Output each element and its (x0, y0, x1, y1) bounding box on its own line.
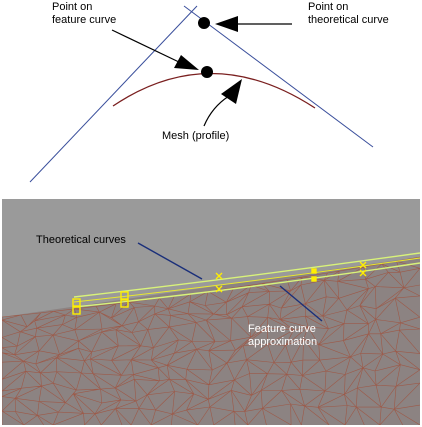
mesh-profile-curve (112, 72, 316, 109)
marker-dot (311, 268, 317, 274)
feature-curve-leader (279, 285, 323, 322)
theoretical-curve-lower (73, 262, 420, 308)
theoretical-curve-upper (73, 252, 420, 298)
point-on-theoretical-curve-label: Point on theoretical curve (308, 1, 389, 26)
feature-curve-point (201, 66, 213, 78)
mesh-edges (2, 256, 420, 425)
feature-point-arrow (111, 29, 199, 70)
marker-cross (215, 272, 223, 280)
mesh-profile-arrow (203, 79, 242, 127)
marker-cross (215, 285, 223, 293)
profile-diagram (29, 5, 374, 183)
right-tangent-line (183, 5, 374, 148)
marker-square (72, 298, 81, 307)
marker-square (72, 306, 81, 315)
left-tangent-line (29, 5, 198, 183)
marker-cross (359, 261, 367, 269)
marker-dot (311, 276, 317, 282)
marker-cross (359, 269, 367, 277)
theoretical-curves-label: Theoretical curves (36, 234, 126, 246)
feature-curve (73, 257, 420, 303)
theoretical-curves-leader (137, 242, 203, 280)
curve-markers (72, 261, 367, 315)
marker-square (120, 299, 129, 308)
theoretical-point-arrow (215, 16, 292, 32)
mesh-screenshot: Theoretical curves Feature curve approxi… (2, 199, 420, 425)
point-on-feature-curve-label: Point on feature curve (52, 1, 117, 26)
feature-curve-approximation-label: Feature curve approximation (248, 323, 318, 348)
marker-square (120, 291, 129, 300)
mesh-surface (2, 257, 420, 425)
theoretical-curve-point (198, 17, 210, 29)
mesh-profile-label: Mesh (profile) (162, 130, 230, 142)
mesh-triangles (2, 256, 420, 425)
mesh-render (2, 199, 420, 425)
